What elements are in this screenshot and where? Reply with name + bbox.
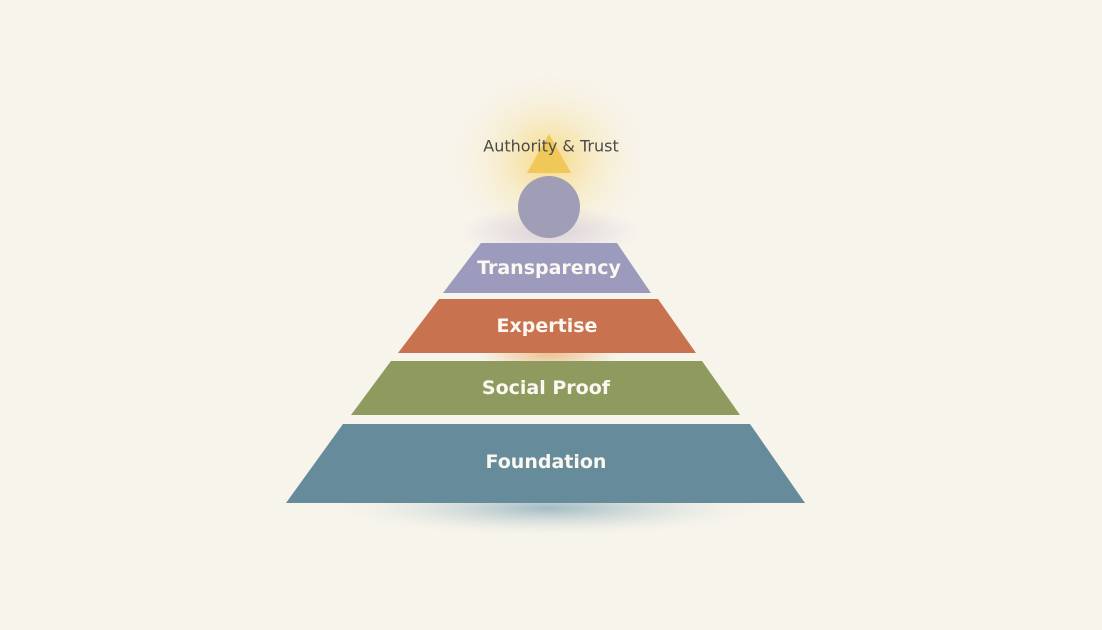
- tier-expertise: [398, 299, 696, 353]
- tier-transparency-label: Transparency: [477, 257, 621, 279]
- apex-label: Authority & Trust: [483, 137, 618, 156]
- tier-social-proof-label: Social Proof: [482, 377, 611, 399]
- tier-foundation-label: Foundation: [486, 451, 607, 473]
- tier-expertise-label: Expertise: [497, 315, 598, 337]
- tier-foundation: [286, 424, 805, 503]
- tier-social-proof: [351, 361, 740, 415]
- apex-circle-icon: [518, 176, 580, 238]
- apex-triangle-icon: [527, 134, 571, 173]
- tier-transparency: [443, 243, 651, 293]
